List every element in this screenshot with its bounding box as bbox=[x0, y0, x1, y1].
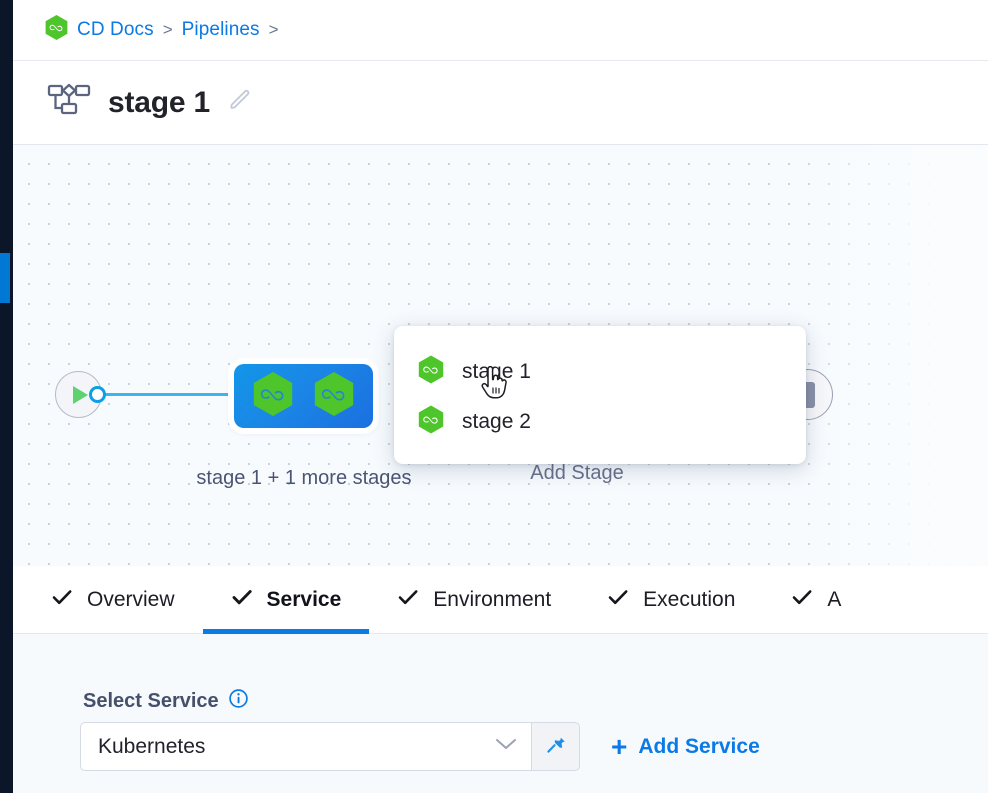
select-service-label-row: Select Service bbox=[83, 688, 249, 715]
tab-advanced[interactable]: A bbox=[763, 566, 869, 634]
add-service-label: Add Service bbox=[638, 735, 760, 758]
tab-label: Overview bbox=[87, 587, 175, 611]
add-service-button[interactable]: + Add Service bbox=[611, 733, 760, 761]
select-service-control: Kubernetes bbox=[80, 722, 580, 771]
chevron-down-icon[interactable] bbox=[495, 737, 517, 756]
pointing-hand-cursor bbox=[478, 365, 508, 407]
stage-dropdown-menu[interactable]: stage 1 stage 2 bbox=[394, 326, 806, 464]
connector-start-dot[interactable] bbox=[89, 386, 106, 403]
harness-cd-hexagon-icon bbox=[417, 404, 445, 440]
stage-group-caption: stage 1 + 1 more stages bbox=[196, 467, 412, 489]
left-nav-active-indicator[interactable] bbox=[0, 253, 10, 303]
check-icon bbox=[397, 586, 419, 614]
dropdown-item-stage-1[interactable]: stage 1 bbox=[394, 347, 806, 397]
add-stage-label[interactable]: Add Stage bbox=[530, 462, 624, 484]
dropdown-item-label: stage 1 bbox=[462, 360, 531, 383]
breadcrumb-link-cd-docs[interactable]: CD Docs bbox=[77, 19, 154, 40]
pin-icon bbox=[545, 733, 567, 760]
check-icon bbox=[231, 586, 253, 614]
pipeline-stage-diagram-icon bbox=[47, 83, 91, 122]
tab-environment[interactable]: Environment bbox=[369, 566, 579, 634]
breadcrumb-separator: > bbox=[268, 20, 279, 39]
stage-group-node[interactable] bbox=[234, 364, 373, 428]
harness-cd-hexagon-icon bbox=[251, 370, 295, 423]
service-panel: Select Service Kubernetes bbox=[13, 634, 988, 793]
stage-config-tabs: Overview Service Environment Execution A bbox=[13, 566, 988, 634]
pencil-edit-icon[interactable] bbox=[227, 87, 253, 118]
tab-overview[interactable]: Overview bbox=[13, 566, 203, 634]
tab-label: Environment bbox=[433, 587, 552, 611]
dropdown-item-label: stage 2 bbox=[462, 410, 531, 433]
info-circle-icon[interactable] bbox=[228, 688, 249, 715]
harness-cd-hexagon-icon bbox=[44, 14, 69, 46]
check-icon bbox=[791, 586, 813, 614]
play-triangle-icon bbox=[73, 385, 88, 404]
left-nav-rail bbox=[0, 0, 13, 793]
harness-cd-hexagon-icon bbox=[417, 354, 445, 390]
canvas-right-fade bbox=[798, 145, 988, 566]
dropdown-item-stage-2[interactable]: stage 2 bbox=[394, 397, 806, 447]
tab-service[interactable]: Service bbox=[202, 566, 370, 634]
service-select[interactable]: Kubernetes bbox=[80, 722, 532, 771]
breadcrumb-link-pipelines[interactable]: Pipelines bbox=[181, 19, 260, 40]
select-service-label: Select Service bbox=[83, 690, 219, 712]
harness-cd-hexagon-icon bbox=[312, 370, 356, 423]
tab-label: Service bbox=[266, 587, 342, 611]
tab-execution[interactable]: Execution bbox=[579, 566, 763, 634]
pin-service-button[interactable] bbox=[532, 722, 580, 771]
check-icon bbox=[607, 586, 629, 614]
pipeline-connector-line bbox=[104, 393, 236, 396]
breadcrumb: CD Docs > Pipelines > bbox=[13, 0, 988, 61]
check-icon bbox=[51, 586, 73, 614]
tab-label: Execution bbox=[643, 587, 736, 611]
plus-icon: + bbox=[611, 731, 628, 762]
page-title: stage 1 bbox=[108, 85, 210, 119]
tab-label: A bbox=[827, 587, 842, 611]
breadcrumb-separator: > bbox=[162, 20, 173, 39]
service-select-value: Kubernetes bbox=[98, 734, 206, 758]
page-title-bar: stage 1 bbox=[13, 61, 988, 145]
